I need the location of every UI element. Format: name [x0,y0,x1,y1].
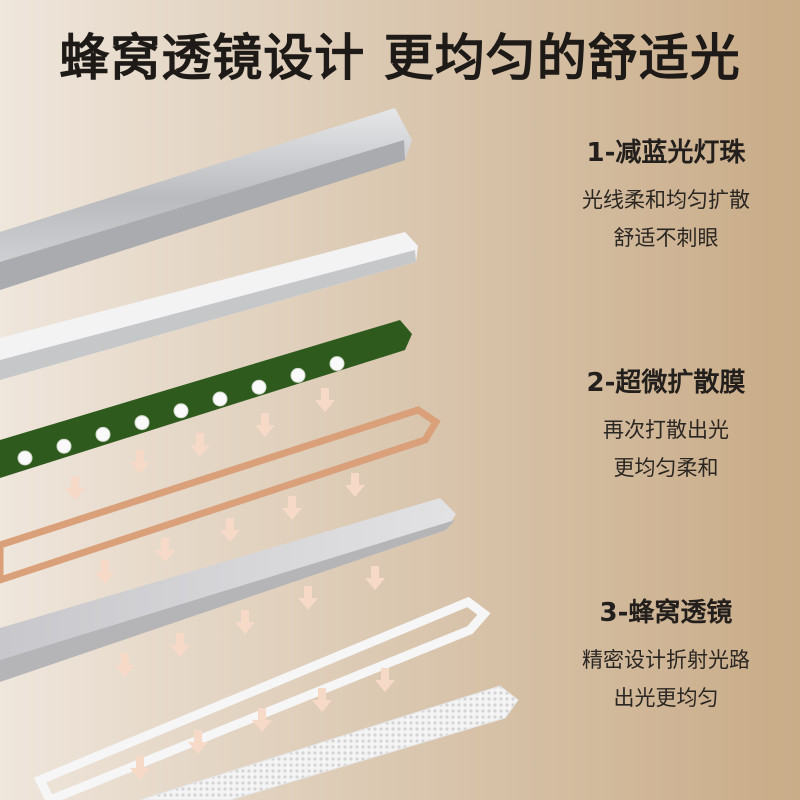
down-arrow-icon [252,708,272,732]
led-bead [251,379,267,395]
down-arrow-icon [312,688,332,712]
feature-2: 2-超微扩散膜 再次打散出光 更均匀柔和 [548,362,784,487]
down-arrow-icon [282,496,302,520]
down-arrow-icon [190,433,210,457]
feature-line: 舒适不刺眼 [613,226,719,250]
led-pcb-strip [0,320,412,478]
led-bead [95,426,111,442]
down-arrow-icon [255,413,275,437]
down-arrow-icon [220,518,240,542]
down-arrow-icon [170,633,190,657]
led-bead [134,415,150,431]
down-arrow-icon [375,668,395,692]
led-bead [56,438,72,454]
led-bead [290,367,306,383]
down-arrow-icon [235,610,255,634]
down-arrow-icon [65,476,85,500]
feature-line: 更均匀柔和 [613,456,719,480]
led-bead [329,356,345,372]
down-arrow-icon [298,586,318,610]
down-arrow-icon [95,560,115,584]
down-arrow-icon [365,566,385,590]
light-arrows [65,388,395,780]
feature-title: 2-超微扩散膜 [586,368,746,398]
down-arrow-icon [345,473,365,497]
led-bead [17,450,33,466]
led-bead [212,391,228,407]
lens-frame [33,596,491,800]
diffusion-film [0,498,456,682]
copper-frame [0,406,441,584]
white-cover [0,232,418,380]
feature-1: 1-减蓝光灯珠 光线柔和均匀扩散 舒适不刺眼 [548,132,784,257]
down-arrow-icon [155,538,175,562]
headline: 蜂窝透镜设计 更均匀的舒适光 [59,29,741,87]
feature-line: 再次打散出光 [603,418,729,442]
honeycomb-lens [139,685,519,800]
down-arrow-icon [130,450,150,474]
down-arrow-icon [188,730,208,754]
led-bead [173,403,189,419]
feature-title: 3-蜂窝透镜 [599,598,733,628]
down-arrow-icon [315,388,335,412]
feature-line: 出光更均匀 [613,686,719,710]
aluminum-housing [0,108,412,290]
feature-line: 光线柔和均匀扩散 [582,188,750,212]
feature-3: 3-蜂窝透镜 精密设计折射光路 出光更均匀 [548,592,784,717]
feature-line: 精密设计折射光路 [582,648,750,672]
down-arrow-icon [115,653,135,677]
feature-title: 1-减蓝光灯珠 [586,138,746,168]
down-arrow-icon [130,756,150,780]
